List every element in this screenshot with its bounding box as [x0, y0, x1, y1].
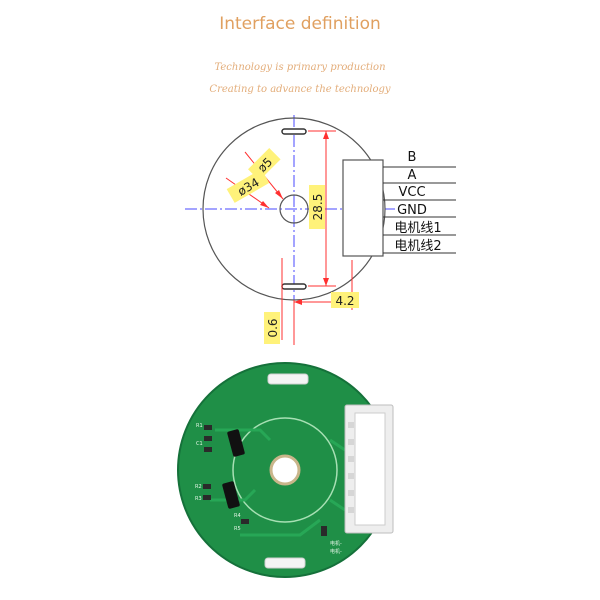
svg-text:R4: R4 [234, 513, 241, 519]
tagline-secondary: Creating to advance the technology [209, 84, 391, 95]
tagline-primary: Technology is primary production [214, 62, 386, 73]
dim-offset-arrow-left [294, 299, 302, 305]
dim-offset-badge [331, 292, 359, 308]
pin-label-vcc: VCC [398, 185, 425, 200]
dim-spacing-badge [309, 185, 325, 229]
dim-slot-spacing: 28.5 [311, 194, 325, 221]
pcb-hall-sensor-2 [222, 481, 240, 509]
pin-label-motor2: 电机线2 [394, 239, 441, 254]
pcb-connector-pins [348, 422, 354, 513]
dim-board-badge [226, 169, 270, 203]
pin-label-b: B [408, 150, 417, 165]
page-title: Interface definition [219, 14, 381, 34]
pcb-traces [210, 428, 346, 537]
pin-label-a: A [408, 168, 417, 183]
dim-slot-offset: 4.2 [335, 294, 354, 308]
pcb-bottom-slot [264, 557, 306, 569]
svg-text:R3: R3 [195, 496, 202, 502]
dim-spacing-arrow-bottom [323, 278, 329, 286]
pin-label-gnd: GND [397, 203, 427, 218]
pcb-top-slot [267, 373, 309, 385]
svg-text:R2: R2 [195, 484, 202, 490]
dimension-lines [225, 130, 353, 345]
pcb-smd-parts [203, 425, 327, 536]
dim-spacing-arrow-top [323, 131, 329, 139]
svg-text:R1: R1 [196, 423, 203, 429]
svg-text:C1: C1 [196, 441, 203, 447]
pin-lines [383, 166, 456, 254]
svg-text:电机-: 电机- [330, 540, 342, 547]
bottom-slot [281, 283, 307, 290]
pin-label-motor1: 电机线1 [394, 221, 441, 236]
pcb-center-hole [269, 454, 301, 486]
connector-outline [342, 159, 384, 257]
pcb-photo: R1 C1 R2 R3 R4 R5 电机- 电机- [177, 362, 394, 578]
dim-slot-width: 0.6 [266, 318, 280, 337]
pcb-silk-ring [232, 417, 338, 523]
svg-text:电机-: 电机- [330, 548, 342, 555]
center-hole [279, 194, 309, 224]
top-slot [281, 128, 307, 135]
svg-text:R5: R5 [234, 526, 241, 532]
dim-board-arrow [260, 201, 269, 208]
pcb-hall-sensor-1 [227, 429, 245, 457]
dim-hole-arrow [275, 190, 283, 199]
dim-width-badge [264, 312, 280, 344]
pcb-connector-cavity [354, 412, 386, 526]
pcb-silkscreen: R1 C1 R2 R3 R4 R5 电机- 电机- [195, 423, 342, 555]
